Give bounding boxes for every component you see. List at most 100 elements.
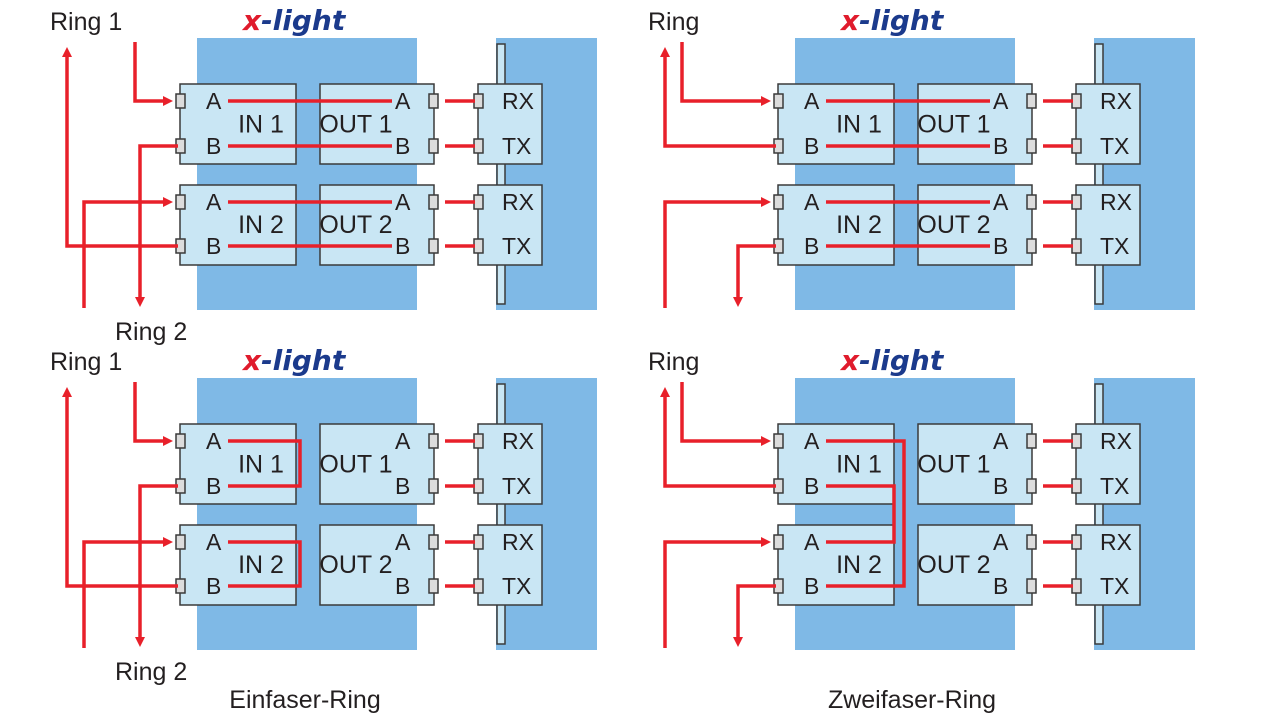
module-out2 [917,184,1033,266]
logo-x: x [241,4,262,37]
module-in1 [777,423,895,505]
port-a-label: A [206,428,222,454]
port-b-label: B [206,473,221,499]
ring-top-label: Ring [648,348,699,376]
port-connector [1071,478,1082,494]
logo-word: -light [859,344,945,377]
logo-x: x [839,344,860,377]
port-connector [473,433,484,449]
port-b-label: B [206,133,221,159]
port-b-label: B [993,473,1008,499]
port-tx-label: TX [1100,473,1129,499]
port-connector [428,93,439,109]
port-connector [473,194,484,210]
port-connector [773,433,784,449]
port-connector [1071,194,1082,210]
logo-word: -light [261,344,347,377]
port-b-label: B [804,233,819,259]
module-out2-label: OUT 2 [319,211,392,239]
module-out1 [917,423,1033,505]
port-a-label: A [206,529,222,555]
port-b-label: B [206,233,221,259]
port-connector [1071,534,1082,550]
fiber-line [62,387,178,588]
module-in2 [179,184,297,266]
fiber-line [135,484,178,647]
device-panel [1094,38,1195,310]
fiber-line [826,484,896,544]
fiber-line [82,537,173,648]
port-connector [1071,138,1082,154]
port-b-label: B [395,233,410,259]
module-out1-label: OUT 1 [917,111,990,139]
port-connector [773,534,784,550]
ring-top-label: Ring 1 [50,348,122,376]
ring-bottom-label: Ring 2 [115,318,187,346]
port-connector [1071,433,1082,449]
port-a-label: A [395,529,411,555]
logo-x: x [839,4,860,37]
port-tx-label: TX [502,233,531,259]
logo-word: -light [859,4,945,37]
module-in1 [179,423,297,505]
port-connector [1026,138,1037,154]
module-in2-label: IN 2 [836,551,882,579]
module-in1-label: IN 1 [836,451,882,479]
port-connector [1026,478,1037,494]
port-rx-label: RX [502,428,534,454]
module-rxtx2 [477,184,543,266]
device-panel [1094,378,1195,650]
port-connector [428,578,439,594]
port-a-label: A [804,189,820,215]
module-in2 [777,184,895,266]
port-connector [473,138,484,154]
port-connector [1071,93,1082,109]
caption-einfaser-ring: Einfaser-Ring [229,686,380,714]
module-out1 [319,423,435,505]
port-b-label: B [395,573,410,599]
port-connector [1026,93,1037,109]
module-out1 [319,83,435,165]
port-tx-label: TX [502,473,531,499]
fiber-line [133,382,173,446]
module-in2-label: IN 2 [836,211,882,239]
port-a-label: A [993,428,1009,454]
port-a-label: A [804,428,820,454]
port-connector [428,478,439,494]
port-a-label: A [206,88,222,114]
module-out1-label: OUT 1 [319,111,392,139]
port-rx-label: RX [502,189,534,215]
module-in1 [179,83,297,165]
port-connector [1026,194,1037,210]
switch-panel [197,38,417,310]
port-a-label: A [993,88,1009,114]
port-a-label: A [395,189,411,215]
x-light-logo: x-light [241,344,347,377]
port-a-label: A [395,428,411,454]
port-connector [428,433,439,449]
port-a-label: A [206,189,222,215]
port-connector [1026,433,1037,449]
device-bar [496,383,506,645]
port-connector [473,578,484,594]
port-connector [1026,534,1037,550]
module-out1-label: OUT 1 [917,451,990,479]
device-bar [496,43,506,305]
module-in1-label: IN 1 [836,111,882,139]
port-connector [428,138,439,154]
fiber-line [660,47,776,148]
fiber-line [62,47,178,248]
port-a-label: A [395,88,411,114]
fiber-line [228,439,302,488]
fiber-line [663,537,771,648]
device-bar [1094,43,1104,305]
port-connector [175,194,186,210]
x-light-logo: x-light [241,4,347,37]
fiber-line [133,42,173,106]
port-a-label: A [804,529,820,555]
port-rx-label: RX [502,529,534,555]
